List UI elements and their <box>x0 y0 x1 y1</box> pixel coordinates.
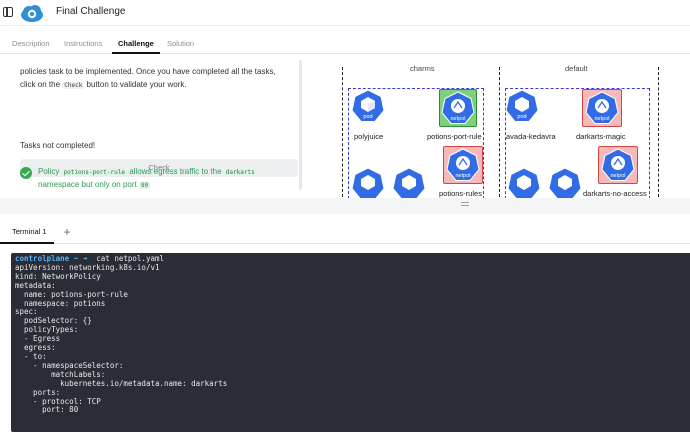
netpol-label-potions-port-rule: potions-port-rule <box>427 132 482 141</box>
netpol-icon: netpol <box>446 148 480 181</box>
task-chip-namespace: darkarts <box>223 169 257 176</box>
tab-instructions[interactable]: Instructions <box>64 39 103 48</box>
task-text-2: allows egress traffic to the <box>126 167 224 176</box>
terminal-line: ports: <box>15 387 61 397</box>
page-title: Final Challenge <box>56 6 126 17</box>
terminal-line: matchLabels: <box>15 369 106 379</box>
tasks-status: Tasks not completed! <box>20 141 96 150</box>
check-chip: Check <box>62 81 85 89</box>
terminal-tab-bar: Terminal 1 + <box>0 222 690 244</box>
terminal-line: kubernetes.io/metadata.name: darkarts <box>15 378 228 388</box>
tab-bar: Description Instructions Challenge Solut… <box>0 34 690 54</box>
terminal-line: apiVersion: networking.k8s.io/v1 <box>15 262 160 272</box>
pod-icon <box>548 167 582 200</box>
task-chip-policy: potions-port-rule <box>61 169 127 176</box>
pod-icon-text: pod <box>363 114 372 120</box>
netpol-icon: netpol <box>601 148 635 181</box>
terminal-prompt: controlplane ~ ➜ <box>15 254 88 263</box>
pod-charms-a[interactable] <box>351 167 385 206</box>
netpol-icon: netpol <box>585 91 619 124</box>
terminal-line: spec: <box>15 307 38 317</box>
namespace-divider-right <box>658 67 659 197</box>
pod-icon: pod <box>351 89 385 122</box>
pod-label-polyjuice: polyjuice <box>354 132 384 141</box>
namespace-divider-mid <box>499 67 500 197</box>
pod-charms-b[interactable] <box>392 167 426 206</box>
pod-icon-text: pod <box>517 114 526 120</box>
terminal-line: namespace: potions <box>15 298 106 308</box>
terminal-line: metadata: <box>15 280 56 290</box>
netpol-label-darkarts-magic: darkarts-magic <box>576 132 626 141</box>
task-text-3: namespace but only on port <box>38 180 139 189</box>
tab-terminal-1[interactable]: Terminal 1 <box>0 222 54 244</box>
terminal-line: name: potions-port-rule <box>15 289 128 299</box>
terminal-line: - protocol: TCP <box>15 396 101 406</box>
drag-handle-icon[interactable] <box>461 202 469 206</box>
tab-solution[interactable]: Solution <box>167 39 195 48</box>
terminal-line: podSelector: {} <box>15 316 92 326</box>
netpol-icon-text: netpol <box>451 116 466 122</box>
task-chip-port: 80 <box>138 182 151 189</box>
terminal-line: - Egress <box>15 334 61 344</box>
pod-icon <box>351 167 385 200</box>
sidebar-toggle-icon[interactable] <box>3 7 13 17</box>
task-text-1: Policy <box>38 167 62 176</box>
terminal-line: egress: <box>15 343 56 353</box>
netpol-potions-rules[interactable]: netpol <box>446 148 480 187</box>
task-instructions: policies task to be implemented. Once yo… <box>20 66 300 92</box>
instructions-line-2-a: click on the <box>20 79 63 89</box>
netpol-icon: netpol <box>441 91 475 124</box>
pod-label-avada-kedavra: avada-kedavra <box>506 132 556 141</box>
add-terminal-button[interactable]: + <box>63 225 71 239</box>
netpol-icon-text: netpol <box>611 173 626 179</box>
cloud-logo-icon <box>21 5 43 22</box>
terminal-command: cat netpol.yaml <box>87 254 165 263</box>
namespace-label-default: default <box>565 64 588 73</box>
check-circle-icon <box>20 167 32 179</box>
terminal-line: kind: NetworkPolicy <box>15 271 101 281</box>
panel-scrollbar[interactable] <box>299 60 302 190</box>
netpol-darkarts-no-access[interactable]: netpol <box>601 148 635 187</box>
terminal[interactable]: controlplane ~ ➜ cat netpol.yaml apiVers… <box>11 253 690 432</box>
netpol-icon-text: netpol <box>456 173 471 179</box>
terminal-line: - namespaceSelector: <box>15 360 124 370</box>
panel-resize-divider[interactable] <box>0 198 690 214</box>
tab-challenge[interactable]: Challenge <box>118 39 154 48</box>
active-tab-indicator <box>112 52 160 54</box>
netpol-label-darkarts-no-access: darkarts-no-access <box>583 189 647 198</box>
namespace-divider-left <box>342 67 343 197</box>
pod-icon <box>507 167 541 200</box>
network-diagram: charms default pod polyjuice netpol poti… <box>330 55 690 200</box>
pod-polyjuice[interactable]: pod <box>351 89 385 128</box>
pod-icon <box>392 167 426 200</box>
top-bar: Final Challenge <box>0 0 690 26</box>
namespace-label-charms: charms <box>410 64 435 73</box>
pod-avada-kedavra[interactable]: pod <box>505 89 539 128</box>
netpol-potions-port-rule[interactable]: netpol <box>441 91 475 130</box>
tab-description[interactable]: Description <box>12 39 50 48</box>
instructions-line-2-b: button to validate your work. <box>84 79 187 89</box>
netpol-darkarts-magic[interactable]: netpol <box>585 91 619 130</box>
pod-icon: pod <box>505 89 539 122</box>
task-item: Policy potions-port-rule allows egress t… <box>20 166 300 192</box>
terminal-line: port: 80 <box>15 405 79 415</box>
terminal-line: policyTypes: <box>15 325 79 335</box>
netpol-icon-text: netpol <box>595 116 610 122</box>
instructions-line-1: policies task to be implemented. Once yo… <box>20 67 276 76</box>
terminal-line: - to: <box>15 351 47 361</box>
terminal-output: controlplane ~ ➜ cat netpol.yaml apiVers… <box>15 254 228 415</box>
netpol-label-potions-rules: potions-rules <box>439 189 482 198</box>
